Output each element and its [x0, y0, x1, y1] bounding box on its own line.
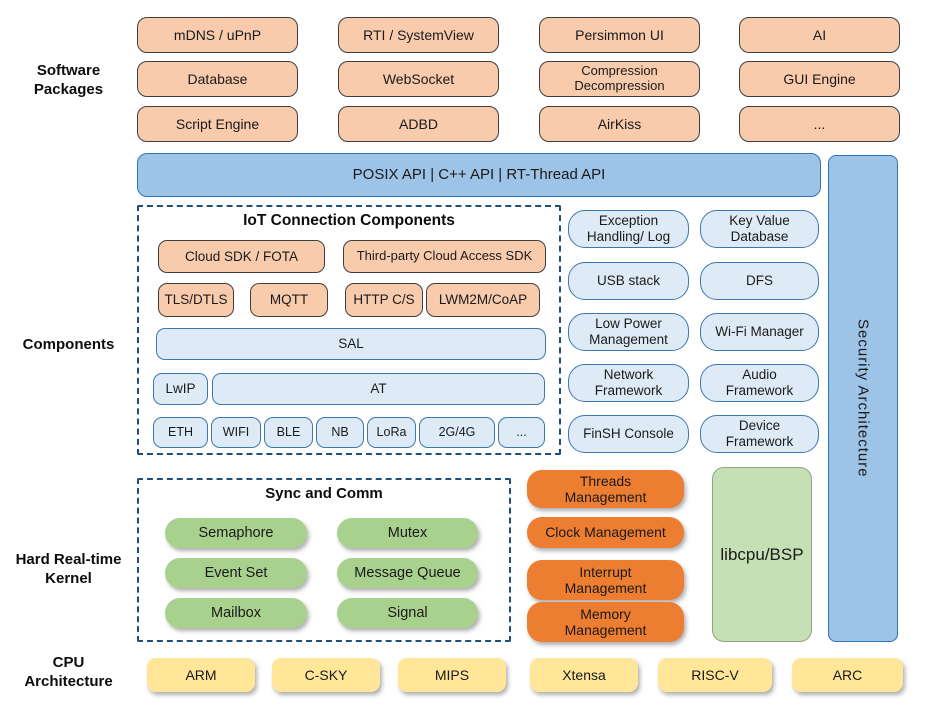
pkg-box-persimmon-ui: Persimmon UI	[539, 17, 700, 53]
iot-box-nb: NB	[316, 417, 364, 448]
component-box-network-framework: Network Framework	[568, 364, 689, 402]
cpu-box-arm: ARM	[147, 658, 255, 692]
kernel-label-line2: Kernel	[45, 569, 92, 587]
kernel-box-mailbox: Mailbox	[165, 598, 307, 628]
iot-box-lwip: LwIP	[153, 373, 208, 405]
pkg-box-airkiss: AirKiss	[539, 106, 700, 142]
sync-and-comm-title: Sync and Comm	[265, 485, 383, 502]
kernel-box-event-set: Event Set	[165, 558, 307, 588]
component-box-device-framework: Device Framework	[700, 415, 819, 453]
iot-box-at: AT	[212, 373, 545, 405]
cpu-label-line2: Architecture	[24, 672, 113, 690]
kernel-box-interrupt-management: Interrupt Management	[527, 560, 684, 600]
cpu-box-mips: MIPS	[398, 658, 506, 692]
iot-box-wifi: WIFI	[211, 417, 261, 448]
iot-box-tls-dtls: TLS/DTLS	[158, 283, 234, 317]
iot-box-2g4g: 2G/4G	[419, 417, 495, 448]
iot-connection-components-box	[137, 205, 561, 455]
pkg-box-compression: Compression Decompression	[539, 61, 700, 97]
component-box-key-value-database: Key Value Database	[700, 210, 819, 248]
software-packages-label: Software Packages	[0, 62, 137, 100]
pkg-box-more: ...	[739, 106, 900, 142]
iot-box-lora: LoRa	[367, 417, 416, 448]
components-label: Components	[0, 336, 137, 355]
pkg-box-adbd: ADBD	[338, 106, 499, 142]
iot-box-eth: ETH	[153, 417, 208, 448]
kernel-box-semaphore: Semaphore	[165, 518, 307, 548]
pkg-box-websocket: WebSocket	[338, 61, 499, 97]
software-packages-label-line1: Software	[36, 62, 101, 79]
component-box-usb-stack: USB stack	[568, 262, 689, 300]
kernel-box-threads-management: Threads Management	[527, 470, 684, 508]
kernel-box-mutex: Mutex	[337, 518, 478, 548]
component-box-dfs: DFS	[700, 262, 819, 300]
sync-and-comm-box	[137, 478, 511, 642]
component-box-finsh-console: FinSH Console	[568, 415, 689, 453]
pkg-box-database: Database	[137, 61, 298, 97]
kernel-box-memory-management: Memory Management	[527, 602, 684, 642]
component-box-exception-handling-log: Exception Handling/ Log	[568, 210, 689, 248]
cpu-label-line1: CPU	[52, 654, 85, 671]
iot-box-more: ...	[498, 417, 545, 448]
iot-box-http-cs: HTTP C/S	[345, 283, 423, 317]
components-label-line1: Components	[22, 336, 115, 353]
component-box-audio-framework: Audio Framework	[700, 364, 819, 402]
cpu-box-c-sky: C-SKY	[272, 658, 380, 692]
pkg-box-script-engine: Script Engine	[137, 106, 298, 142]
cpu-architecture-label: CPU Architecture	[0, 654, 137, 692]
cpu-box-risc-v: RISC-V	[658, 658, 772, 692]
kernel-box-clock-management: Clock Management	[527, 517, 684, 548]
component-box-low-power-management: Low Power Management	[568, 313, 689, 351]
iot-box-third-party-cloud: Third-party Cloud Access SDK	[343, 240, 546, 273]
iot-box-mqtt: MQTT	[250, 283, 328, 317]
iot-box-ble: BLE	[264, 417, 313, 448]
kernel-label-line1: Hard Real-time	[15, 551, 122, 568]
pkg-box-mdns-upnp: mDNS / uPnP	[137, 17, 298, 53]
component-box-wifi-manager: Wi-Fi Manager	[700, 313, 819, 351]
kernel-box-message-queue: Message Queue	[337, 558, 478, 588]
pkg-box-ai: AI	[739, 17, 900, 53]
software-packages-label-line2: Packages	[33, 80, 104, 98]
api-bar: POSIX API | C++ API | RT-Thread API	[137, 153, 821, 197]
kernel-box-signal: Signal	[337, 598, 478, 628]
cpu-box-xtensa: Xtensa	[530, 658, 638, 692]
pkg-box-gui-engine: GUI Engine	[739, 61, 900, 97]
kernel-box-libcpu-bsp: libcpu/BSP	[712, 467, 812, 642]
iot-box-cloud-sdk-fota: Cloud SDK / FOTA	[158, 240, 325, 273]
pkg-box-rti-systemview: RTI / SystemView	[338, 17, 499, 53]
cpu-box-arc: ARC	[792, 658, 903, 692]
security-architecture-bar: Security Architecture	[828, 155, 898, 642]
iot-box-lwm2m-coap: LWM2M/CoAP	[426, 283, 540, 317]
iot-box-sal: SAL	[156, 328, 546, 360]
iot-connection-components-title: IoT Connection Components	[243, 212, 455, 229]
kernel-label: Hard Real-time Kernel	[0, 551, 137, 589]
